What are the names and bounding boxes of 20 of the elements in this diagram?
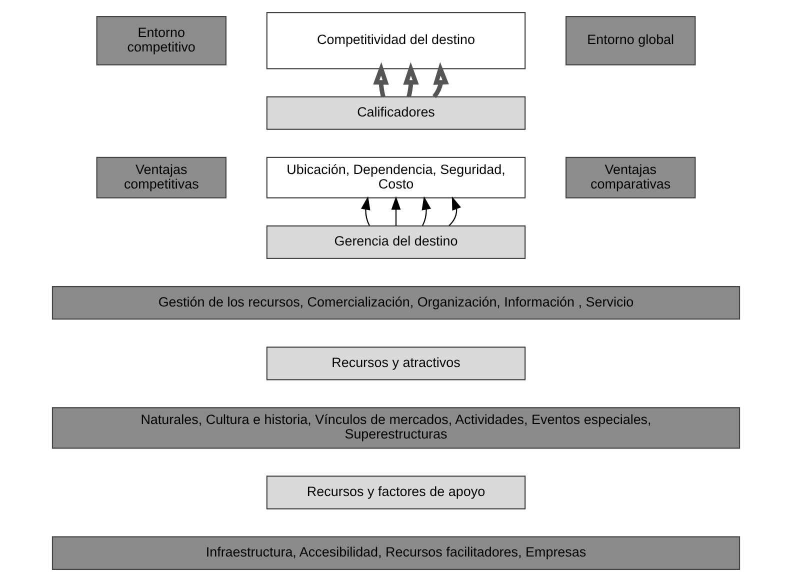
node-box: Ventajas competitivas [96,156,226,198]
arrow [432,62,449,98]
node-box: Recursos y factores de apoyo [266,476,526,510]
arrow [422,196,431,226]
node-box: Entorno global [566,16,696,66]
node-box: Recursos y atractivos [266,346,526,380]
node-box: Ventajas comparativas [566,156,696,198]
node-box: Ubicación, Dependencia, Seguridad, Costo [266,156,526,198]
arrow [373,62,389,98]
arrow [448,196,462,226]
node-box: Gestión de los recursos, Comercialización, Organización, Información , Servicio [52,286,740,320]
node-box: Entorno competitivo [96,16,226,66]
arrow [391,196,401,226]
node-box: Naturales, Cultura e historia, Vínculos de mercados, Actividades, Eventos especiales, Superestructuras [52,407,740,449]
node-box: Infraestructura, Accesibilidad, Recursos facilitadores, Empresas [52,536,740,570]
node-box: Competitividad del destino [266,12,526,70]
arrow [361,196,370,226]
arrow [403,62,419,98]
node-box: Calificadores [266,96,526,130]
node-box: Gerencia del destino [266,225,526,259]
